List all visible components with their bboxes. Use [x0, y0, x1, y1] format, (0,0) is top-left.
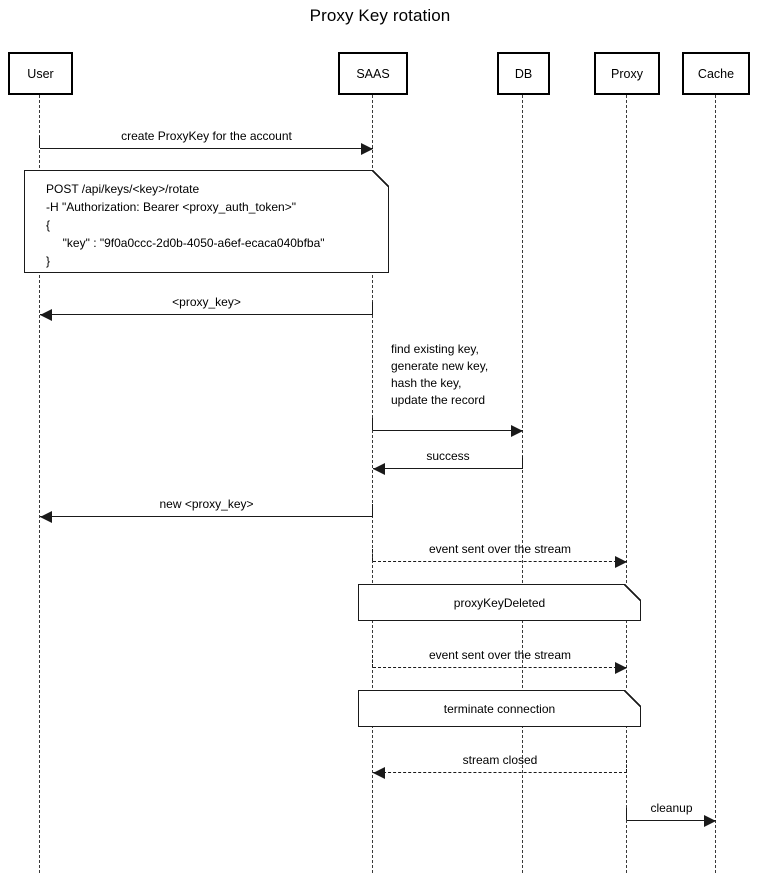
participant-label: User [27, 66, 54, 81]
participant-db[interactable]: DB [497, 52, 550, 95]
message-line-m5 [40, 516, 373, 517]
message-line-m9 [627, 820, 716, 821]
message-line-m8 [373, 772, 627, 773]
participant-cache[interactable]: Cache [682, 52, 750, 95]
lifeline-saas [372, 95, 374, 873]
message-origin-stub-m8 [626, 760, 628, 772]
message-label-m1: create ProxyKey for the account [121, 129, 292, 143]
message-arrowhead-m5 [40, 511, 52, 523]
lifeline-cache [715, 95, 717, 873]
message-line-m7 [373, 667, 627, 668]
message-line-m3 [373, 430, 523, 431]
message-label-m6: event sent over the stream [428, 542, 572, 556]
message-label-m8: stream closed [462, 753, 538, 767]
note-fold-corner-icon [372, 170, 389, 187]
participant-label: SAAS [356, 66, 390, 81]
note-text-proxy-key-deleted-note: proxyKeyDeleted [453, 596, 546, 610]
participant-user[interactable]: User [8, 52, 73, 95]
message-line-m4 [373, 468, 523, 469]
message-origin-stub-m7 [372, 655, 374, 667]
note-request-note [24, 170, 389, 273]
lifeline-user [39, 95, 41, 873]
message-origin-stub-m6 [372, 549, 374, 561]
note-terminate-connection-note [358, 690, 641, 727]
participant-label: Cache [697, 66, 735, 81]
note-fold-corner-icon [624, 690, 641, 707]
message-label-m9: cleanup [650, 801, 693, 815]
message-arrowhead-m3 [511, 425, 523, 437]
message-origin-stub-m5 [372, 504, 374, 516]
message-line-m2 [40, 314, 373, 315]
message-arrowhead-m8 [373, 767, 385, 779]
message-label-m7: event sent over the stream [428, 648, 572, 662]
message-line-m1 [40, 148, 373, 149]
message-origin-stub-m1 [39, 136, 41, 148]
note-fold-cut [373, 170, 389, 186]
message-arrowhead-m9 [704, 815, 716, 827]
participant-label: Proxy [611, 66, 643, 81]
note-text-request-note: POST /api/keys/<key>/rotate -H "Authoriz… [46, 182, 325, 268]
lifeline-db [522, 95, 524, 873]
message-line-m6 [373, 561, 627, 562]
message-label-m5: new <proxy_key> [159, 497, 254, 511]
lifeline-proxy [626, 95, 628, 873]
note-proxy-key-deleted-note [358, 584, 641, 621]
message-arrowhead-m2 [40, 309, 52, 321]
diagram-title: Proxy Key rotation [309, 6, 451, 25]
message-origin-stub-m2 [372, 302, 374, 314]
message-origin-stub-m9 [626, 808, 628, 820]
note-fold-corner-icon [624, 584, 641, 601]
message-label-m2: <proxy_key> [172, 295, 241, 309]
message-origin-stub-m4 [522, 456, 524, 468]
message-label-m4: success [426, 449, 470, 463]
participant-saas[interactable]: SAAS [338, 52, 408, 95]
note-text-terminate-connection-note: terminate connection [443, 702, 556, 716]
self-note-saas-processing: find existing key, generate new key, has… [391, 342, 489, 407]
message-arrowhead-m1 [361, 143, 373, 155]
message-arrowhead-m6 [615, 556, 627, 568]
message-arrowhead-m4 [373, 463, 385, 475]
participant-proxy[interactable]: Proxy [594, 52, 660, 95]
message-arrowhead-m7 [615, 662, 627, 674]
participant-label: DB [514, 66, 533, 81]
message-origin-stub-m3 [372, 418, 374, 430]
